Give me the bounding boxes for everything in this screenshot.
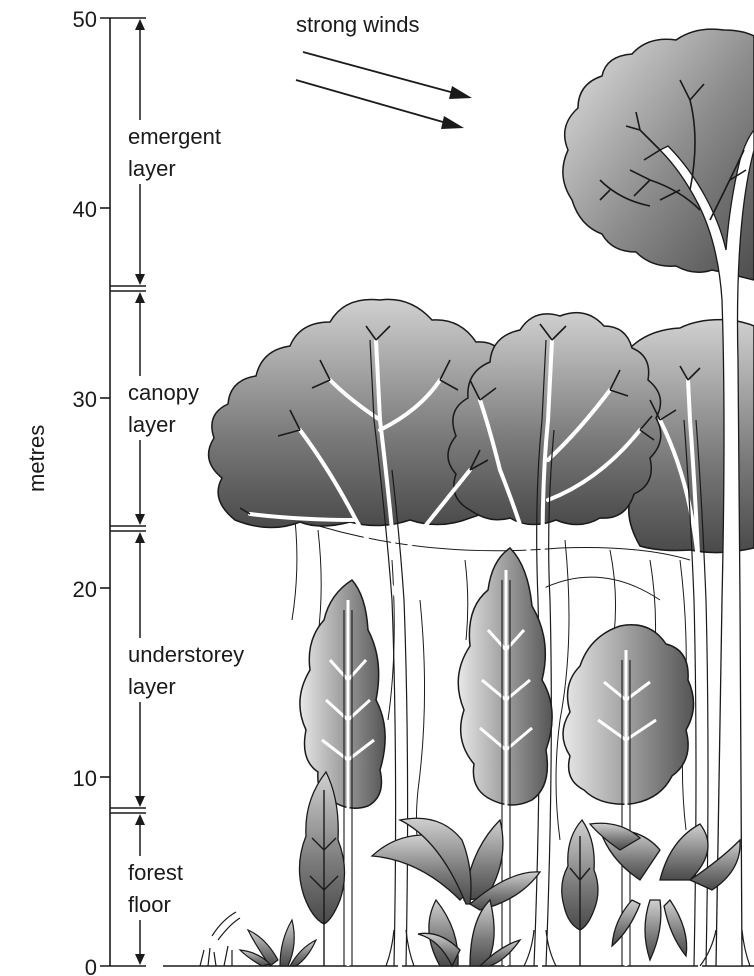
forest-floor-label-line2: floor [128,892,171,917]
tick-label-10: 10 [73,766,97,791]
understorey-layer-label-line2: layer [128,674,176,699]
canopy-layer-label-line2: layer [128,412,176,437]
tick-label-30: 30 [73,387,97,412]
wind-arrows [296,52,472,129]
forest-floor-label-line1: forest [128,860,183,885]
understorey-tree-c-crown [563,625,694,804]
strong-winds-label: strong winds [296,12,420,37]
tick-label-0: 0 [85,955,97,976]
tick-label-20: 20 [73,577,97,602]
emergent-layer-label-line2: layer [128,156,176,181]
floor-fern-centre [372,818,540,966]
understorey-layer-label-line1: understorey [128,642,244,667]
tick-label-50: 50 [73,7,97,32]
emergent-crown [563,29,754,280]
canopy-layer-label-line1: canopy [128,380,199,405]
axis-tick-labels: 0 10 20 30 40 50 [73,7,97,976]
floor-grass-left [200,912,240,966]
floor-plant-left [240,920,316,966]
understorey-tree-a-crown [300,580,385,808]
emergent-layer-label-line1: emergent [128,124,221,149]
tick-label-40: 40 [73,197,97,222]
